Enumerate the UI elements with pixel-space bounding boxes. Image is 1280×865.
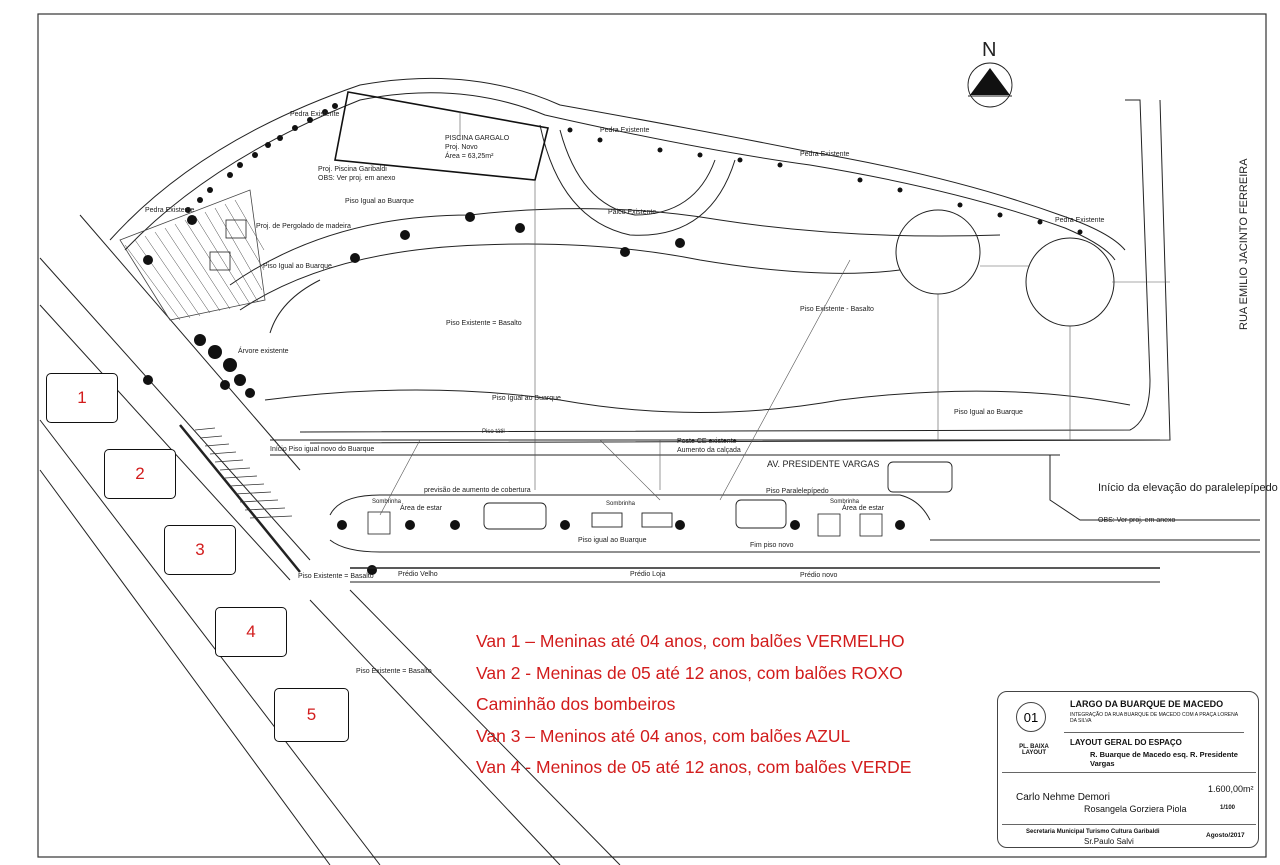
label-piso-igual-2: Piso Igual ao Buarque (263, 263, 332, 270)
label-piso-existente-2: Piso Existente = Basalto (298, 573, 374, 580)
label-piso-igual-1: Piso Igual ao Buarque (345, 198, 414, 205)
van-number: 1 (77, 388, 87, 407)
north-arrow: N (967, 39, 1013, 108)
legend-item: Van 2 - Meninas de 05 até 12 anos, com b… (476, 662, 903, 683)
label-pedra-1: Pedra Existente (290, 111, 340, 118)
label-previsao: previsão de aumento de cobertura (424, 487, 531, 494)
legend-item: Van 1 – Meninas até 04 anos, com balões … (476, 631, 905, 651)
plaza-outline (109, 77, 1171, 444)
sheet-border (37, 13, 1267, 858)
elevation-note: Início da elevação do paralelepípedo (1098, 482, 1278, 494)
label-pedra-5: Pedra Existente (1055, 217, 1105, 224)
scale: 1/100 (1220, 805, 1236, 811)
left-roads (39, 214, 621, 865)
van-box-5: 5 (274, 688, 349, 742)
umbrella-circle-2 (1025, 237, 1115, 327)
label-aumento-calcada: Aumento da calçada (677, 447, 741, 454)
van-box-4: 4 (215, 607, 287, 657)
legend: Van 1 – Meninas até 04 anos, com balões … (476, 626, 911, 784)
label-pedra-3: Pedra Existente (600, 127, 650, 134)
van-box-1: 1 (46, 373, 118, 423)
van-box-3: 3 (164, 525, 236, 575)
label-area-estar-1: Área de estar (400, 503, 443, 512)
plan-labels: Pedra Existente Pedra Existente Pedra Ex… (145, 111, 1278, 675)
label-sombrinha-1: Sombrinha (372, 499, 402, 505)
stage-circle (539, 124, 736, 236)
van-box-2: 2 (104, 449, 176, 499)
location: R. Buarque de Macedo esq. R. Presidente … (1090, 750, 1238, 768)
sheet-type: PL. BAIXA LAYOUT (1019, 744, 1049, 756)
label-fim-piso: Fim piso novo (750, 542, 794, 549)
project-subtitle: INTEGRAÇÃO DA RUA BUARQUE DE MACEDO COM … (1070, 712, 1238, 724)
label-inicio-piso: Início Piso igual novo do Buarque (270, 446, 374, 453)
legend-item: Caminhão dos bombeiros (476, 694, 676, 714)
van-number: 5 (306, 705, 317, 724)
label-area-piscina: Área = 63,25m² (445, 151, 494, 160)
van-number: 3 (195, 540, 205, 559)
elevation-obs: OBS: Ver proj. em anexo (1098, 517, 1176, 524)
street-east-label: RUA EMILIO JACINTO FERREIRA (1238, 158, 1250, 330)
van-number: 4 (246, 622, 256, 641)
area: 1.600,00m² (1208, 784, 1254, 794)
legend-item: Van 4 - Meninos de 05 até 12 anos, com b… (476, 757, 912, 777)
label-poste: Poste CE existente (677, 438, 737, 445)
label-pedra-4: Pedra Existente (800, 151, 850, 158)
label-pergolado: Proj. de Pergolado de madeira (256, 223, 351, 230)
drawing-title: LAYOUT GERAL DO ESPAÇO (1070, 738, 1182, 747)
author-1: Carlo Nehme Demori (1016, 792, 1110, 803)
label-predio-velho: Prédio Velho (398, 571, 438, 578)
author-2: Rosangela Gorziera Piola (1084, 804, 1187, 814)
label-sombrinha-3: Sombrinha (830, 499, 860, 505)
avenue-label: AV. PRESIDENTE VARGAS (767, 459, 879, 469)
label-proj-novo: Proj. Novo (445, 144, 478, 151)
label-area-estar-2: Área de estar (842, 503, 885, 512)
label-paralelepipedo: Piso Paralelepípedo (766, 488, 829, 495)
client: Secretaria Municipal Turismo Cultura Gar… (1026, 829, 1160, 835)
label-piso-tatil: Piso tátil (482, 429, 505, 435)
label-piso-igual-4: Piso Igual ao Buarque (492, 395, 561, 402)
tables (209, 219, 883, 537)
van-number: 2 (135, 464, 145, 483)
responsible: Sr.Paulo Salvi (1084, 837, 1134, 846)
label-proj-piscina: Proj. Piscina Garibaldi (318, 166, 387, 173)
date: Agosto/2017 (1206, 832, 1245, 839)
cars (483, 461, 953, 530)
label-palco: Palco Existente (608, 209, 656, 216)
label-piso-existente: Piso Existente = Basalto (446, 320, 522, 327)
hatch-area (119, 189, 266, 321)
label-piscina: PISCINA GARGALO (445, 135, 510, 142)
label-pedra-2: Pedra Existente (145, 207, 195, 214)
vegetation (143, 103, 1083, 575)
label-predio-novo: Prédio novo (800, 572, 837, 579)
label-piso-igual-buarque: Piso igual ao Buarque (578, 537, 647, 544)
guide-lines (379, 112, 1170, 516)
legend-item: Van 3 – Meninos até 04 anos, com balões … (476, 725, 851, 746)
label-piso-existente-basalto: Piso Existente - Basalto (800, 306, 874, 313)
title-block: 01 LARGO DA BUARQUE DE MACEDO INTEGRAÇÃO… (997, 691, 1259, 848)
sheet-number: 01 (1016, 702, 1046, 732)
label-sombrinha-2: Sombrinha (606, 501, 636, 507)
label-obs-1: OBS: Ver proj. em anexo (318, 175, 396, 182)
crosswalk (194, 427, 293, 519)
north-letter: N (982, 39, 996, 61)
umbrella-circle-1 (895, 209, 981, 295)
label-piso-existente-3: Piso Existente = Basalto (356, 668, 432, 675)
lower-street (270, 439, 1260, 583)
label-arvore: Árvore existente (238, 346, 289, 355)
label-predio-loja: Prédio Loja (630, 571, 666, 578)
label-piso-igual-3: Piso Igual ao Buarque (954, 409, 1023, 416)
project-title: LARGO DA BUARQUE DE MACEDO (1070, 699, 1224, 709)
